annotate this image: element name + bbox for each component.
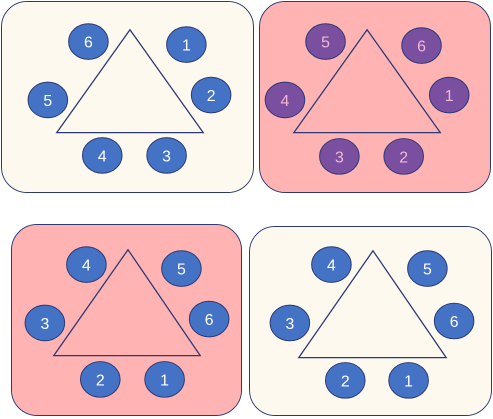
node-label: 2 [399, 149, 408, 166]
node-label: 3 [162, 148, 171, 165]
node-circle [269, 304, 311, 342]
node-5: 5 [161, 250, 202, 287]
node-label: 6 [417, 38, 426, 55]
node-circle [401, 27, 442, 64]
node-circle [166, 26, 207, 63]
node-6: 6 [401, 27, 442, 64]
node-label: 4 [281, 93, 290, 110]
node-circle [188, 300, 230, 338]
node-label: 2 [341, 373, 350, 390]
node-label: 2 [96, 372, 105, 389]
node-label: 1 [445, 88, 454, 105]
node-circle [68, 23, 109, 60]
node-label: 2 [207, 88, 216, 105]
node-label: 3 [335, 149, 344, 166]
node-circle [319, 138, 360, 175]
node-label: 3 [40, 316, 49, 333]
node-label: 1 [182, 37, 191, 54]
node-circle [27, 81, 69, 119]
node-circle [324, 362, 366, 399]
node-1: 1 [428, 76, 470, 114]
node-circle [383, 138, 424, 175]
node-circle [388, 362, 429, 399]
node-label: 4 [327, 258, 336, 275]
node-1: 1 [144, 361, 185, 398]
node-label: 5 [321, 35, 330, 52]
node-1: 1 [166, 26, 207, 63]
panel-top-right-drawing: 1 2 3 4 5 6 [260, 2, 490, 192]
node-2: 2 [79, 361, 121, 398]
node-label: 5 [423, 261, 432, 278]
node-circle [79, 361, 121, 398]
panel-bottom-left: 1 2 3 4 5 6 [11, 224, 242, 416]
node-label: 5 [177, 261, 186, 278]
node-2: 2 [383, 138, 424, 175]
panel-top-right: 1 2 3 4 5 6 [259, 1, 491, 193]
panel-top-left: 1 2 3 4 5 6 [1, 1, 254, 193]
node-4: 4 [66, 246, 107, 283]
triangle [292, 28, 442, 134]
node-6: 6 [188, 300, 230, 338]
node-label: 6 [450, 314, 459, 331]
node-label: 3 [285, 316, 294, 333]
node-label: 1 [404, 373, 413, 390]
node-3: 3 [24, 304, 66, 342]
node-circle [24, 304, 66, 342]
node-6: 6 [68, 23, 109, 60]
panel-bottom-left-drawing: 1 2 3 4 5 6 [12, 225, 241, 415]
node-label: 4 [82, 258, 91, 275]
panel-bottom-right-drawing: 1 2 3 4 5 6 [250, 227, 491, 415]
node-circle [146, 137, 187, 174]
node-4: 4 [81, 137, 123, 174]
node-label: 6 [84, 35, 93, 52]
node-label: 4 [98, 148, 107, 165]
node-circle [264, 81, 306, 119]
node-label: 5 [43, 93, 52, 110]
node-circle [433, 302, 475, 340]
panel-top-left-drawing: 1 2 3 4 5 6 [2, 2, 253, 192]
node-4: 4 [311, 246, 352, 283]
triangle [297, 249, 448, 359]
node-circle [311, 246, 352, 283]
triangle [55, 28, 205, 134]
node-circle [428, 76, 470, 114]
node-circle [81, 137, 123, 174]
node-6: 6 [433, 302, 475, 340]
node-3: 3 [269, 304, 311, 342]
node-2: 2 [190, 76, 232, 114]
node-5: 5 [27, 81, 69, 119]
node-5: 5 [407, 250, 448, 287]
node-label: 6 [205, 312, 214, 329]
node-5: 5 [305, 23, 346, 60]
triangle [52, 248, 202, 357]
node-circle [161, 250, 202, 287]
node-4: 4 [264, 81, 306, 119]
node-2: 2 [324, 362, 366, 399]
node-1: 1 [388, 362, 429, 399]
panel-bottom-right: 1 2 3 4 5 6 [249, 226, 492, 416]
node-label: 1 [160, 372, 169, 389]
node-circle [66, 246, 107, 283]
node-circle [305, 23, 346, 60]
node-circle [190, 76, 232, 114]
node-3: 3 [319, 138, 360, 175]
node-circle [407, 250, 448, 287]
node-3: 3 [146, 137, 187, 174]
node-circle [144, 361, 185, 398]
